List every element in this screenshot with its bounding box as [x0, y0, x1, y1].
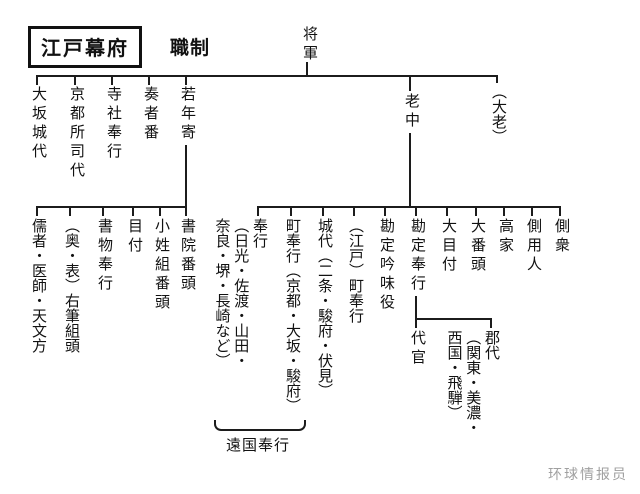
node-daikan: 代官	[409, 330, 426, 368]
node-edo-machibugyo: （江戸）町奉行	[347, 218, 364, 323]
connector-line	[290, 208, 292, 216]
connector-line	[415, 320, 417, 328]
connector-line	[503, 208, 505, 216]
connector-line	[446, 208, 448, 216]
node-osaka-jodai: 大坂城代	[30, 86, 47, 162]
connector-line	[257, 208, 259, 216]
connector-line	[159, 208, 161, 216]
node-kanjo-bugyo: 勘定奉行	[409, 218, 426, 294]
node-ometsuke: 大目付	[440, 218, 457, 275]
node-shoin-bangashira: 書院番頭	[179, 218, 196, 294]
node-sobashu: 側衆	[553, 218, 570, 256]
watermark-text: 环球情报员	[548, 466, 628, 482]
engoku-group-brace	[214, 420, 306, 431]
connector-line	[531, 208, 533, 216]
title-box: 江戸幕府	[28, 26, 142, 68]
connector-line	[74, 77, 76, 85]
node-jisha-bugyo: 寺社奉行	[105, 86, 122, 162]
node-obangashira: 大番頭	[469, 218, 486, 275]
connector-line	[415, 296, 417, 320]
connector-line	[36, 208, 38, 216]
node-shogun: 将軍	[301, 26, 318, 64]
node-jusha-ishi-tenmonkata: 儒者・医師・天文方	[30, 218, 47, 353]
connector-line	[475, 208, 477, 216]
node-sojaban: 奏者番	[142, 86, 159, 143]
node-kamigata-machibugyo: 町奉行（京都・大坂・駿府）	[284, 218, 301, 413]
connector-line	[559, 208, 561, 216]
node-wakadoshiyori: 若年寄	[179, 86, 196, 143]
connector-line	[102, 208, 104, 216]
connector-line	[36, 77, 38, 85]
connector-line	[490, 320, 492, 328]
connector-line	[36, 206, 187, 208]
connector-line	[306, 62, 308, 75]
node-rochu: 老中	[403, 93, 420, 131]
node-kyoto-shoshidai: 京都所司代	[68, 86, 85, 181]
connector-line	[185, 208, 187, 216]
node-gundai: 郡代 （関東・美濃・ 西国・飛騨）	[445, 330, 501, 435]
connector-line	[69, 208, 71, 216]
connector-line	[415, 318, 492, 320]
node-koke: 高家	[497, 218, 514, 256]
node-sobayonin: 側用人	[525, 218, 542, 275]
connector-line	[409, 77, 411, 91]
connector-line	[322, 208, 324, 216]
connector-line	[353, 208, 355, 216]
node-yuhitsu-kumigashira: （奥・表）右筆組頭	[63, 218, 80, 353]
connector-line	[185, 145, 187, 207]
connector-line	[257, 206, 561, 208]
connector-line	[148, 77, 150, 85]
connector-line	[409, 133, 411, 207]
connector-line	[496, 77, 498, 83]
connector-line	[111, 77, 113, 85]
connector-line	[132, 208, 134, 216]
node-koshogumi-bangashira: 小姓組番頭	[153, 218, 170, 313]
node-jodai: 城代（二条・駿府・伏見）	[316, 218, 333, 398]
node-enkoku-bugyo: 奉行 （日光・佐渡・山田・ 奈良・堺・長崎など）	[213, 218, 269, 368]
title-subtitle: 職制	[170, 38, 211, 59]
node-metsuke: 目付	[126, 218, 143, 256]
connector-line	[384, 208, 386, 216]
engoku-group-label: 遠国奉行	[225, 437, 290, 454]
node-kanjo-gimmiyaku: 勘定吟味役	[378, 218, 395, 313]
node-shomotsu-bugyo: 書物奉行	[96, 218, 113, 294]
connector-line	[415, 208, 417, 216]
connector-line	[36, 75, 498, 77]
node-tairo: （大老）	[490, 84, 507, 144]
connector-line	[185, 77, 187, 85]
